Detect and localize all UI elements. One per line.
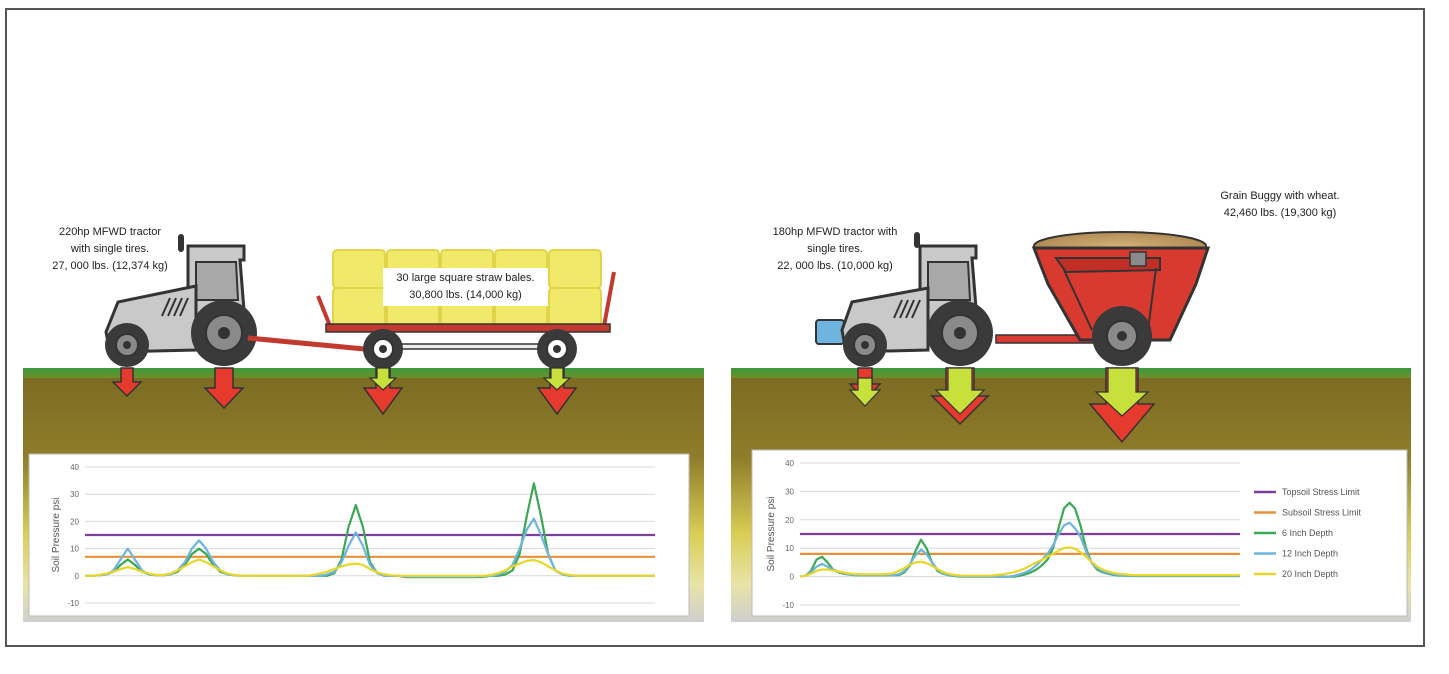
y-tick-label: 20	[785, 516, 794, 525]
y-axis-label: Soil Pressure psi	[766, 496, 777, 571]
tractor-window	[195, 261, 240, 301]
y-tick-label: -10	[67, 599, 79, 608]
legend-label: Topsoil Stress Limit	[1282, 487, 1360, 497]
right-tractor-label: 180hp MFWD tractor with single tires. 22…	[745, 224, 925, 275]
label-line: 220hp MFWD tractor	[58, 226, 162, 238]
y-tick-label: 10	[785, 544, 794, 553]
series-line	[799, 546, 1240, 578]
y-tick-label: 0	[790, 573, 795, 582]
label-line: 42,460 lbs. (19,300 kg)	[1223, 207, 1337, 219]
y-tick-label: -10	[782, 601, 794, 610]
figure-frame	[5, 8, 1425, 647]
series-line	[85, 558, 655, 577]
arrow-wagon-rear	[536, 367, 578, 416]
front-weight	[815, 319, 845, 345]
legend-label: Subsoil Stress Limit	[1282, 508, 1362, 518]
label-line: single tires.	[807, 243, 863, 255]
right-grass	[731, 368, 1411, 378]
y-tick-label: 40	[785, 459, 794, 468]
arrow-rear-tire	[934, 367, 986, 415]
arrow-front-tire	[111, 367, 143, 398]
grain-buggy-label: Grain Buggy with wheat. 42,460 lbs. (19,…	[1180, 188, 1380, 222]
left-tractor-label: 220hp MFWD tractor with single tires. 27…	[20, 224, 200, 275]
left-load-arrows	[111, 367, 578, 416]
arrow-front-tire	[848, 377, 882, 407]
legend-label: 20 Inch Depth	[1282, 569, 1338, 579]
bale-wagon-label: 30 large square straw bales. 30,800 lbs.…	[383, 268, 548, 306]
exhaust-pipe	[178, 234, 184, 252]
hitch-bar	[247, 335, 376, 353]
y-tick-label: 10	[70, 545, 79, 554]
wagon-bed	[325, 323, 611, 333]
label-line: 22, 000 lbs. (10,000 kg)	[777, 260, 893, 272]
legend-label: 12 Inch Depth	[1282, 549, 1338, 559]
y-tick-label: 30	[70, 490, 79, 499]
right-tractor	[815, 232, 1109, 367]
right-soil-pressure-chart: 40 30 20 10 0 -10 Soil Pressure psi Topsoil Str…	[751, 449, 1408, 617]
y-tick-label: 40	[70, 463, 79, 472]
y-tick-label: 0	[75, 572, 80, 581]
left-tractor	[104, 234, 376, 367]
grain-buggy	[1031, 231, 1211, 366]
label-line: 27, 000 lbs. (12,374 kg)	[52, 260, 168, 272]
label-line: 30 large square straw bales.	[396, 272, 535, 284]
left-soil-pressure-chart: 40 30 20 10 0 -10 Soil Pressure psi	[28, 453, 690, 617]
label-line: 30,800 lbs. (14,000 kg)	[409, 289, 522, 301]
y-tick-label: 20	[70, 517, 79, 526]
label-line: Grain Buggy with wheat.	[1220, 190, 1340, 202]
arrow-wagon-front	[362, 367, 404, 416]
legend-label: 6 Inch Depth	[1282, 528, 1333, 538]
right-load-arrows	[848, 367, 1156, 444]
left-grass	[23, 368, 704, 378]
label-line: with single tires.	[70, 243, 150, 255]
label-line: 180hp MFWD tractor with	[772, 226, 898, 238]
y-axis-label: Soil Pressure psi	[51, 497, 62, 572]
y-tick-label: 30	[785, 487, 794, 496]
arrow-rear-tire	[203, 367, 245, 410]
